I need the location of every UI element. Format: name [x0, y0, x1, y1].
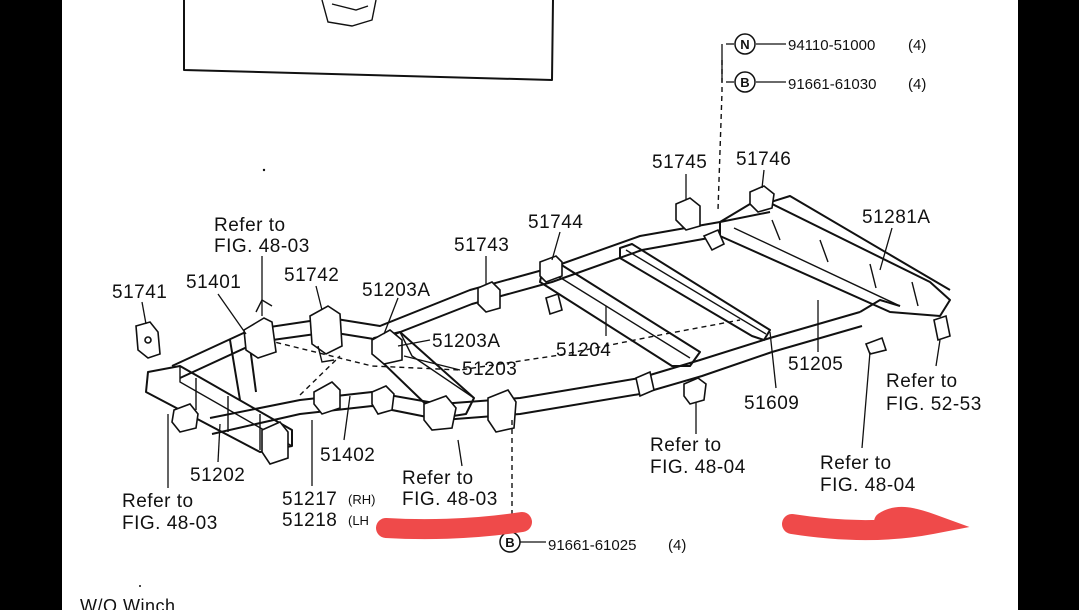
- label-51744: 51744: [528, 212, 583, 233]
- ref-label-c-line1: Refer to: [402, 468, 474, 489]
- bolt-part-number-top: 91661-61030: [788, 76, 876, 93]
- red-highlight-marks: [376, 507, 970, 541]
- bolt-symbol-letter-bottom: B: [505, 535, 514, 550]
- label-51203: 51203: [462, 359, 517, 380]
- bracket-bottom-mount: [423, 389, 517, 433]
- ref-label-d-line2: FIG. 48-04: [650, 457, 746, 478]
- bracket-51741: [135, 321, 161, 359]
- frame-diagram: N 94110-51000 (4) B 91661-61030 (4) B 91…: [80, 0, 982, 610]
- bracket-51203a: [371, 329, 403, 365]
- nut-part-number: 94110-51000: [788, 37, 875, 54]
- label-51742: 51742: [284, 265, 339, 286]
- bracket-51745: [675, 197, 726, 252]
- footer-caption: W/O Winch: [80, 596, 176, 610]
- bracket-right-rear: [864, 314, 951, 355]
- label-51205: 51205: [788, 354, 843, 375]
- bolt-quantity-top: (4): [908, 76, 926, 93]
- label-51202: 51202: [190, 465, 245, 486]
- bracket-51743: [477, 281, 501, 313]
- bracket-51609: [635, 370, 707, 405]
- ref-label-d-line1: Refer to: [650, 435, 722, 456]
- bracket-51202: [171, 403, 199, 433]
- bracket-51402: [313, 381, 395, 415]
- bolt-quantity-bottom: (4): [668, 537, 686, 554]
- ref-label-f-line1: Refer to: [886, 371, 958, 392]
- label-51609: 51609: [744, 393, 799, 414]
- label-51217: 51217: [282, 489, 337, 510]
- ref-label-a-line2: FIG. 48-03: [214, 236, 310, 257]
- inset-box: [183, 0, 554, 81]
- label-51401: 51401: [186, 272, 241, 293]
- ref-label-f-line2: FIG. 52-53: [886, 394, 982, 415]
- label-51281a: 51281A: [862, 207, 931, 228]
- bolt-symbol-bottom-icon: B: [499, 531, 521, 553]
- label-51218-side: (LH: [348, 513, 369, 528]
- label-51204: 51204: [556, 340, 611, 361]
- bracket-51742: [309, 305, 343, 363]
- bracket-51746: [749, 185, 775, 213]
- ref-label-c-line2: FIG. 48-03: [402, 489, 498, 510]
- fasteners: N 94110-51000 (4) B 91661-61030 (4) B 91…: [499, 33, 926, 554]
- part-labels: 51741 51401 51742 51203A 51203A 51203 51…: [112, 149, 931, 531]
- bolt-symbol-letter-top: B: [740, 75, 749, 90]
- bolt-symbol-top-icon: B: [734, 71, 756, 93]
- leader-lines: [141, 43, 941, 543]
- label-51746: 51746: [736, 149, 791, 170]
- ref-label-e-line1: Refer to: [820, 453, 892, 474]
- label-51203a-upper: 51203A: [362, 280, 431, 301]
- ref-label-a-line1: Refer to: [214, 215, 286, 236]
- label-51745: 51745: [652, 152, 707, 173]
- reference-labels: Refer to FIG. 48-03 Refer to FIG. 48-03 …: [122, 215, 982, 534]
- bracket-51217: [261, 421, 289, 465]
- red-highlight-right: [782, 507, 970, 541]
- bolt-part-number-bottom: 91661-61025: [548, 537, 636, 554]
- label-51217-side: (RH): [348, 492, 375, 507]
- bracket-51744: [539, 255, 563, 316]
- label-51741: 51741: [112, 282, 167, 303]
- nut-symbol-icon: N: [734, 33, 756, 55]
- ref-label-b-line1: Refer to: [122, 491, 194, 512]
- ref-label-b-line2: FIG. 48-03: [122, 513, 218, 534]
- label-51402: 51402: [320, 445, 375, 466]
- nut-symbol-letter: N: [740, 37, 749, 52]
- parts-diagram-sheet: N 94110-51000 (4) B 91661-61030 (4) B 91…: [62, 0, 1018, 610]
- label-51218: 51218: [282, 510, 337, 531]
- bracket-51401: [243, 299, 277, 359]
- nut-quantity: (4): [908, 37, 926, 54]
- label-51743: 51743: [454, 235, 509, 256]
- ref-label-e-line2: FIG. 48-04: [820, 475, 916, 496]
- label-51203a-lower: 51203A: [432, 331, 501, 352]
- brackets: [135, 185, 951, 465]
- red-highlight-left: [376, 512, 532, 540]
